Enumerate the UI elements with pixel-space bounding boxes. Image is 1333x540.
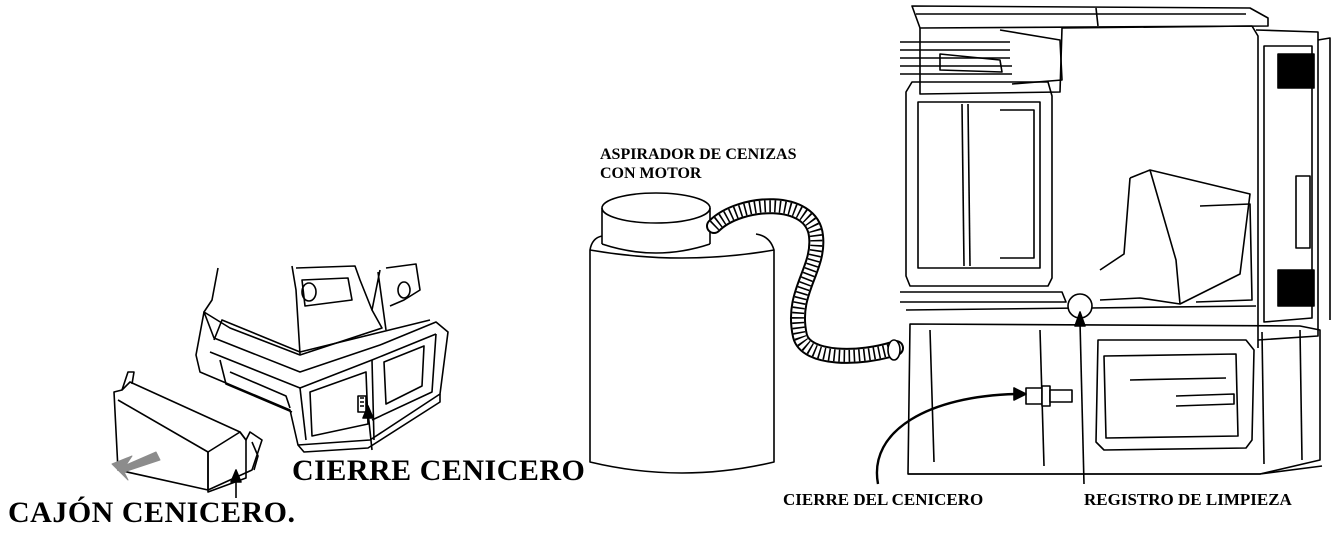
label-cierre-del-cenicero: CIERRE DEL CENICERO (783, 490, 984, 509)
pellet-stove-drawing (900, 5, 1331, 475)
cierre-del-cenicero-pointer (875, 392, 1017, 485)
label-aspirador-de-cenizas: ASPIRADOR DE CENIZAS CON MOTOR (600, 145, 796, 183)
ash-vacuum-drawing (589, 192, 904, 474)
label-aspirador-line2: CON MOTOR (600, 165, 702, 182)
registro-de-limpieza-pointer (1079, 321, 1085, 485)
stove-base-drawing (113, 263, 449, 493)
label-cajon-cenicero: CAJÓN CENICERO. (8, 496, 296, 529)
pull-direction-arrow (111, 451, 161, 481)
label-aspirador-line1: ASPIRADOR DE CENIZAS (600, 146, 797, 163)
label-registro-de-limpieza: REGISTRO DE LIMPIEZA (1084, 490, 1292, 509)
label-cierre-cenicero: CIERRE CENICERO (292, 454, 586, 487)
